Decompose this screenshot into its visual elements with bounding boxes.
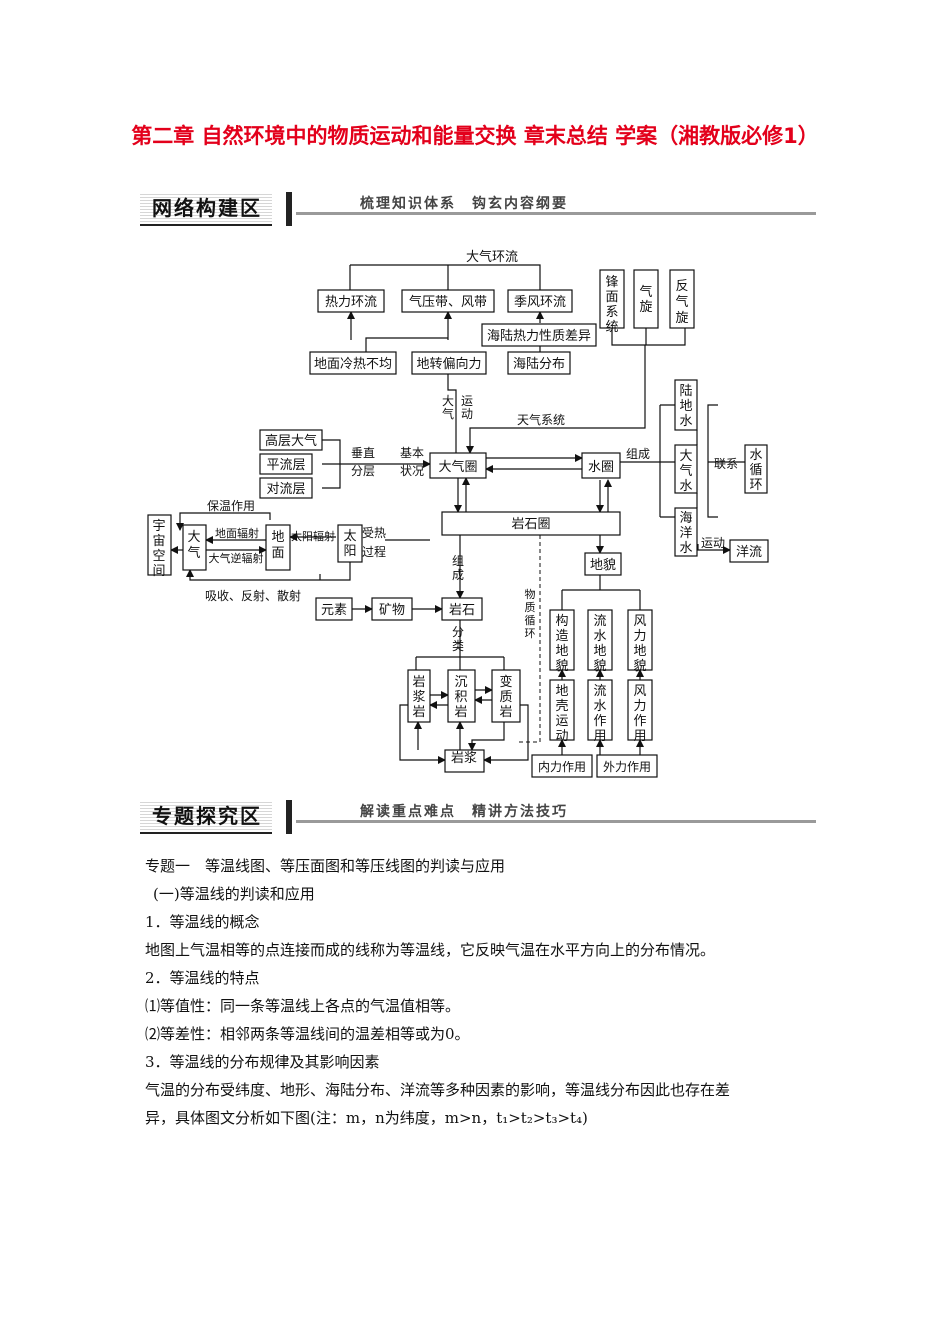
box-fluvial-lf: 流水地貌 [593,614,606,674]
box-wind-action: 风力作用 [633,684,646,744]
paragraph-4a: 气温的分布受纬度、地形、海陆分布、洋流等多种因素的影响，等温线分布因此也存在差 [145,1081,731,1099]
label-form-2: 成 [452,568,464,582]
paragraph-3: ⑵等差性：相邻两条等温线间的温差相等或为0。 [145,1025,470,1043]
box-cyclone: 气旋 [639,284,652,315]
box-igneous: 岩浆岩 [412,675,425,720]
banner-tag: 专题探究区 [140,800,272,834]
box-water-cycle: 水循环 [749,448,762,493]
banner-rule [296,820,816,823]
box-sedimentary: 沉积岩 [454,675,467,720]
label-material-cycle: 物质循环 [525,587,536,640]
box-land-sea-diff: 海陆热力性质差异 [487,328,591,344]
box-aeolian-lf: 风力地貌 [633,614,646,674]
box-anticyclone: 反气旋 [675,279,688,326]
label-basic-2: 状况 [400,464,424,478]
point-heading-3: 3．等温线的分布规律及其影响因素 [145,1053,380,1071]
box-thermal-circulation: 热力环流 [325,295,377,310]
label-ground-rad: 地面辐射 [215,526,259,540]
section-banner-topic: 专题探究区 解读重点难点 精讲方法技巧 [140,800,816,836]
label-link: 联系 [714,457,738,471]
box-stratosphere: 平流层 [266,458,305,473]
box-landform: 地貌 [590,558,616,573]
box-mineral: 矿物 [379,603,405,618]
label-solar-rad: 太阳辐射 [291,529,335,543]
box-hydrosphere: 水圈 [588,460,614,475]
label-weather-system: 天气系统 [517,412,565,427]
label-heating-1: 受热 [362,526,386,540]
paragraph-1: 地图上气温相等的点连接而成的线称为等温线，它反映气温在水平方向上的分布情况。 [145,941,716,959]
section-banner-network: 网络构建区 梳理知识体系 钩玄内容纲要 [140,192,816,228]
paragraph-2: ⑴等值性：同一条等温线上各点的气温值相等。 [145,997,461,1015]
box-internal: 内力作用 [538,760,586,774]
label-classify-1: 分 [452,625,464,639]
box-element: 元素 [321,603,347,618]
label-heating-2: 过程 [362,544,386,559]
banner-subtitle: 梳理知识体系 钩玄内容纲要 [360,196,568,212]
box-ground: 地面 [271,530,284,561]
box-land-sea-dist: 海陆分布 [513,356,565,372]
label-motion: 运动 [701,536,725,550]
label-atm-motion-2: 运动 [461,394,473,421]
box-fluvial-action: 流水作用 [593,684,606,744]
box-coriolis: 地转偏向力 [416,356,481,372]
label-counter-rad: 大气逆辐射 [209,551,264,565]
banner-subtitle: 解读重点难点 精讲方法技巧 [360,804,568,820]
box-space: 宇宙空间 [152,519,165,579]
point-heading-2: 2．等温线的特点 [145,969,260,987]
box-rock: 岩石 [449,603,475,618]
box-front: 锋面系统 [605,275,618,335]
point-heading-1: 1．等温线的概念 [145,913,260,931]
box-uneven-heating: 地面冷热不均 [314,357,392,372]
banner-divider [286,192,292,226]
box-upper-atm: 高层大气 [265,433,317,449]
box-pressure-belts: 气压带、风带 [409,294,487,310]
topic-heading: 专题一 等温线图、等压面图和等压线图的判读与应用 [145,857,506,875]
page-title: 第二章 自然环境中的物质运动和能量交换 章末总结 学案（湘教版必修1） [131,124,819,148]
box-troposphere: 对流层 [266,482,305,497]
box-air: 大气 [187,530,200,561]
label-basic-1: 基本 [400,446,424,460]
box-ocean-water: 海洋水 [679,511,692,556]
paragraph-4b: 异，具体图文分析如下图(注：m，n为纬度，m>n，t₁>t₂>t₃>t₄) [145,1109,588,1127]
label-composition: 组成 [626,447,650,461]
subsection-heading: (一)等温线的判读和应用 [153,885,315,903]
label-atm-circulation: 大气环流 [466,249,518,265]
box-metamorphic: 变质岩 [499,674,512,720]
box-atmosphere: 大气圈 [438,459,477,475]
box-tectonic-lf: 构造地貌 [555,614,568,674]
box-sun: 太阳 [343,529,356,559]
box-lithosphere: 岩石圈 [511,517,550,532]
banner-rule [296,212,816,215]
box-external: 外力作用 [603,760,651,774]
label-form-1: 组 [452,554,464,568]
label-classify-2: 类 [452,639,464,653]
label-absorb: 吸收、反射、散射 [205,588,301,603]
banner-tag: 网络构建区 [140,192,272,226]
box-crust-motion: 地壳运动 [555,684,568,744]
label-atm-motion-1: 大气 [442,394,454,421]
document-body: 专题一 等温线图、等压面图和等压线图的判读与应用 (一)等温线的判读和应用 1．… [145,852,825,1132]
label-insulation: 保温作用 [207,499,255,513]
banner-divider [286,800,292,834]
box-ocean-current: 洋流 [736,545,762,560]
box-monsoon: 季风环流 [514,295,566,310]
box-magma: 岩浆 [451,751,477,766]
box-atm-water: 大气水 [679,449,692,494]
box-land-water: 陆地水 [679,383,692,429]
knowledge-network-diagram: 大气环流 热力环流 气压带、风带 季风环流 海陆热力性质差异 地面冷热不均 地转… [147,249,769,778]
label-vertical-1: 垂直 [351,446,375,460]
label-vertical-2: 分层 [351,464,375,478]
